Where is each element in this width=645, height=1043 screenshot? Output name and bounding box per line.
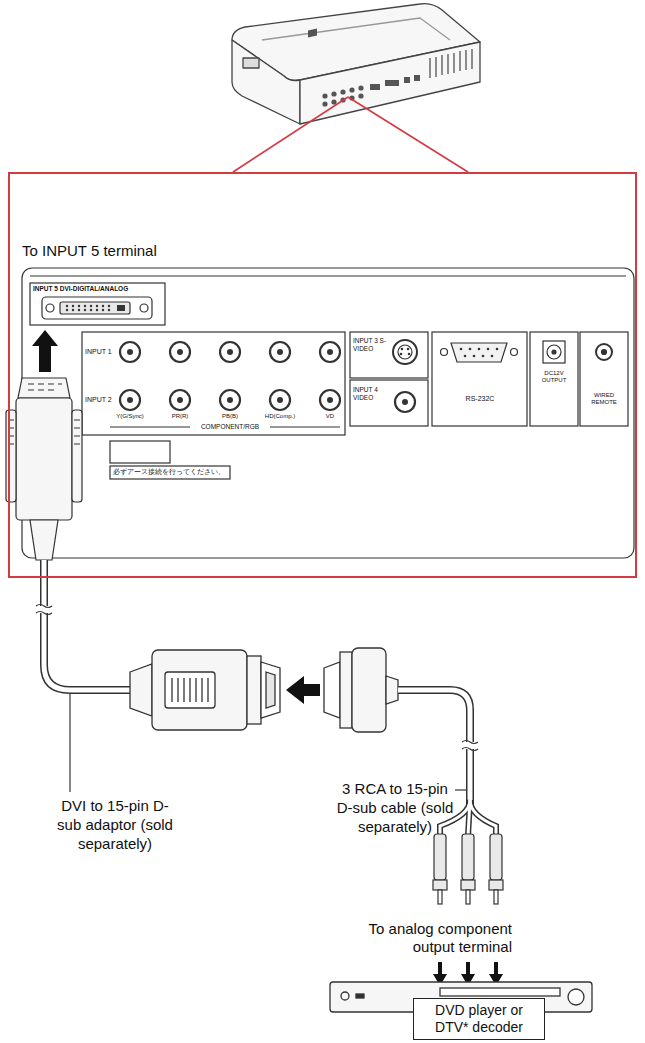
group-label: COMPONENT/RGB xyxy=(190,423,270,430)
part-label: 3 RCA to 15-pin D-sub cable (sold separa… xyxy=(335,780,455,836)
pin-label: VD xyxy=(306,413,354,420)
input-label: INPUT 1 xyxy=(85,348,117,356)
projector-drawing xyxy=(232,4,480,124)
part-label: DVI to 15-pin D-sub adaptor (sold separa… xyxy=(50,797,180,853)
callout-region: To INPUT 5 terminal xyxy=(8,172,637,578)
adaptor-drawing xyxy=(130,650,280,730)
input-label: INPUT 2 xyxy=(85,396,117,404)
terminal-label: WIRED REMOTE xyxy=(582,392,626,406)
terminal-label: RS-232C xyxy=(440,395,520,403)
terminal-label: INPUT 5 DVI-DIGITAL/ANALOG xyxy=(33,285,163,292)
input-label: INPUT 4 VIDEO xyxy=(353,386,387,402)
warning-note: 必ずアース接続を行ってください。 xyxy=(113,468,229,476)
terminal-panel xyxy=(22,268,634,558)
callout-label: To analog component output terminal xyxy=(352,920,512,956)
device-label-box: DVD player or DTV* decoder xyxy=(413,998,545,1040)
dvi-plug xyxy=(6,378,82,560)
node-text: To INPUT 5 terminal xyxy=(22,242,157,259)
pin-label: Y(G/Sync) xyxy=(106,413,154,420)
terminal-label: DC12V OUTPUT xyxy=(532,370,576,384)
pin-label: HD(Comp.) xyxy=(256,413,304,420)
dsub-plug xyxy=(324,648,398,732)
node-text: DVD player or DTV* decoder xyxy=(418,1002,540,1036)
rca-plugs xyxy=(433,834,503,904)
pin-label: PR(R) xyxy=(156,413,204,420)
input-label: INPUT 3 S-VIDEO xyxy=(353,337,387,353)
pin-label: PB(B) xyxy=(206,413,254,420)
